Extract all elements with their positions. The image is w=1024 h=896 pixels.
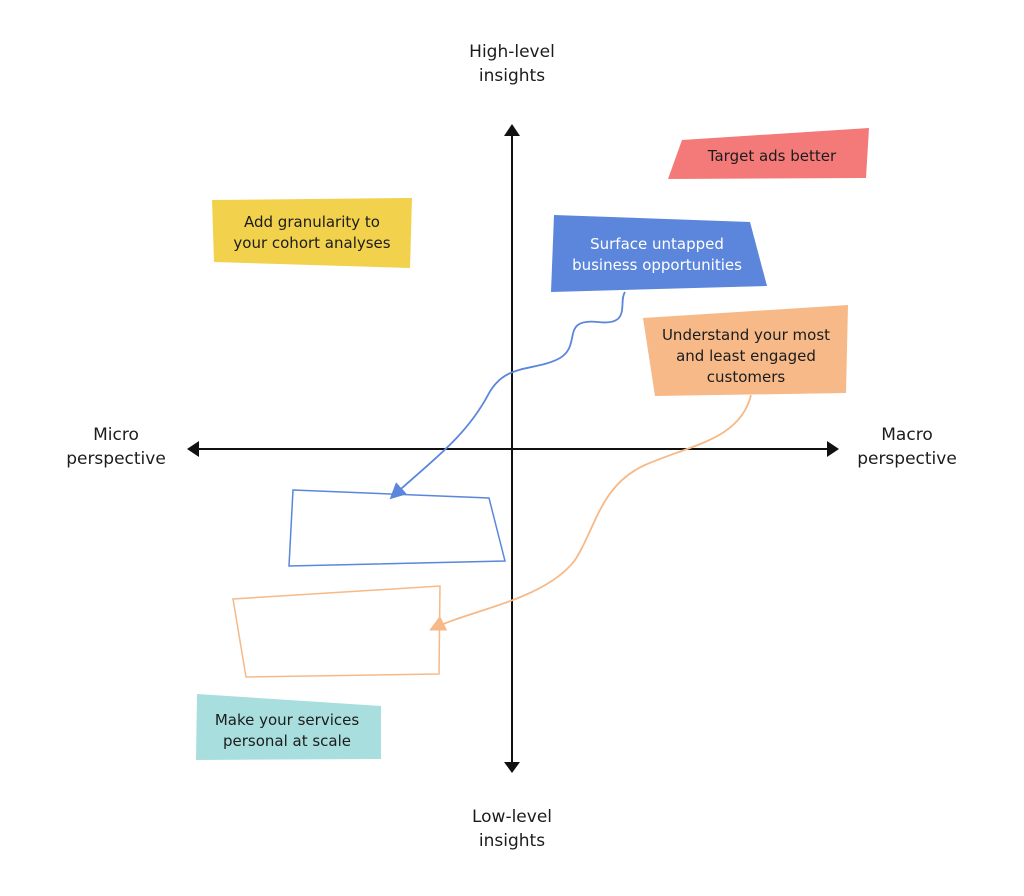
vertical-axis-bottom-arrow-icon: [504, 762, 520, 773]
axis-label-left-line: perspective: [66, 449, 166, 469]
axis-label-bottom: Low-level insights: [432, 805, 592, 853]
note-target-ads-text: Target ads better: [678, 146, 866, 167]
blue-connector-arrow: [389, 291, 626, 500]
vertical-axis-top-arrow-icon: [504, 124, 520, 136]
horizontal-axis-right-arrow-icon: [827, 441, 839, 457]
note-add-granularity-text: Add granularity to your cohort analyses: [212, 212, 412, 254]
horizontal-axis-left-arrow-icon: [187, 441, 199, 457]
empty-box-blue: [288, 489, 506, 567]
note-line: and least engaged: [676, 347, 816, 365]
axis-label-top: High-level insights: [432, 40, 592, 88]
axis-label-right-line: Macro: [881, 425, 933, 445]
axis-label-bottom-line: Low-level: [471, 807, 553, 827]
note-understand-engaged-text: Understand your most and least engaged c…: [645, 325, 847, 388]
empty-box-orange: [232, 585, 441, 678]
note-add-granularity-shape: [212, 198, 412, 268]
note-line: customers: [706, 368, 786, 386]
note-surface-untapped-text: Surface untapped business opportunities: [551, 234, 763, 276]
note-line: Make your services: [214, 711, 360, 729]
note-line: your cohort analyses: [233, 234, 391, 252]
axis-label-left-line: Micro: [93, 425, 139, 445]
note-surface-untapped-shape: [551, 215, 767, 292]
note-make-personal-shape: [196, 694, 381, 760]
note-line: Target ads better: [707, 147, 837, 165]
note-line: Surface untapped: [590, 235, 724, 253]
axis-label-bottom-line: insights: [478, 831, 546, 851]
axis-label-top-line: High-level: [469, 42, 555, 62]
note-line: Understand your most: [661, 326, 831, 344]
axis-label-left: Micro perspective: [46, 423, 186, 471]
note-line: Add granularity to: [244, 213, 380, 231]
orange-connector-arrow: [429, 394, 752, 631]
note-line: business opportunities: [572, 256, 742, 274]
axis-label-top-line: insights: [478, 66, 546, 86]
note-understand-engaged-shape: [643, 305, 848, 396]
note-target-ads-shape: [668, 128, 869, 179]
axis-label-right-line: perspective: [857, 449, 957, 469]
note-make-personal-text: Make your services personal at scale: [196, 710, 378, 752]
axis-label-right: Macro perspective: [842, 423, 972, 471]
note-line: personal at scale: [222, 732, 352, 750]
